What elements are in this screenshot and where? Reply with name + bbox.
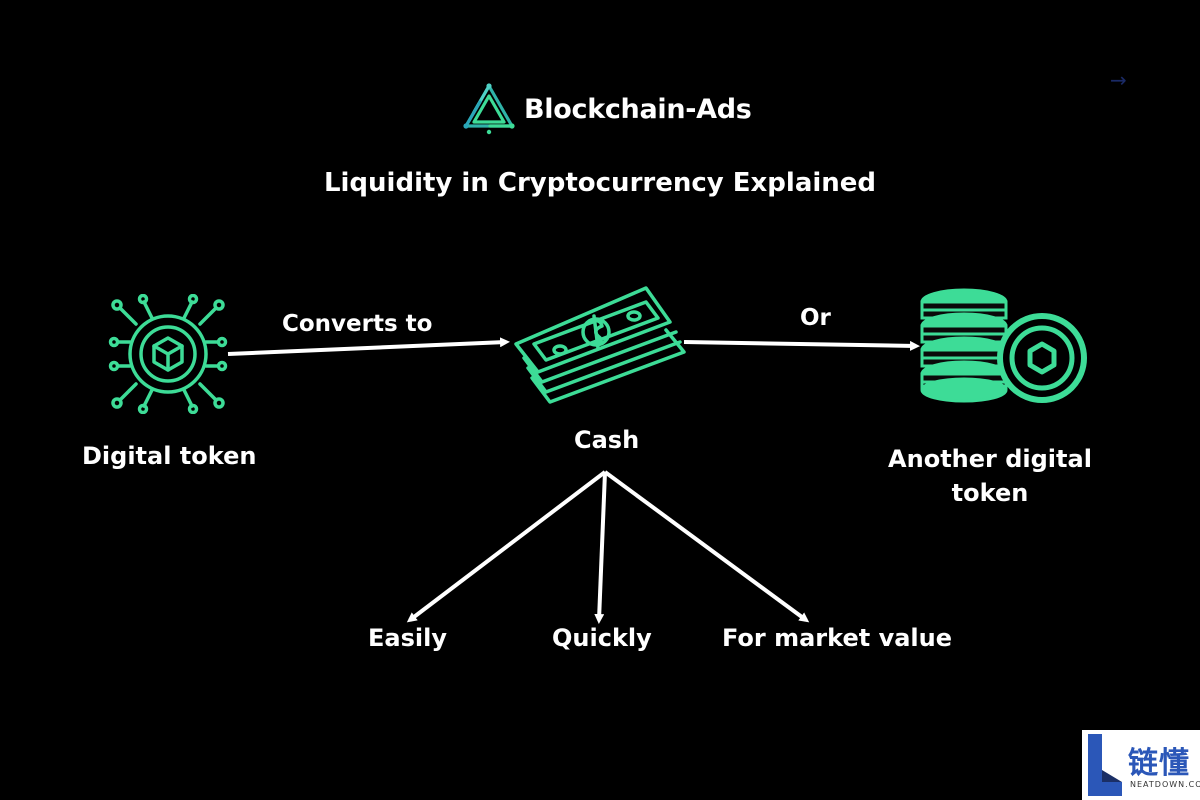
watermark-url: NEATDOWN.COM <box>1130 780 1200 789</box>
diagram-title: Liquidity in Cryptocurrency Explained <box>323 168 877 198</box>
outcome-label-quickly: Quickly <box>552 624 652 652</box>
triangle-circuit-logo-icon <box>463 83 515 135</box>
watermark-badge: 链懂 NEATDOWN.COM <box>1082 730 1200 800</box>
node-label-another-token: Another digital token <box>888 445 1092 507</box>
arrow-cash-to-another-token <box>683 340 920 351</box>
brand-name: Blockchain-Ads <box>524 93 752 125</box>
outcome-label-market-value: For market value <box>722 624 952 652</box>
watermark-l-logo-icon <box>1088 734 1122 796</box>
arrow-cash-to-quickly <box>594 471 607 624</box>
arrow-cash-to-market-value <box>603 470 810 623</box>
cash-bills-icon <box>514 286 686 404</box>
arrow-token-to-cash <box>227 337 510 356</box>
edge-label-or: Or <box>800 305 831 331</box>
chip-token-icon <box>108 294 228 414</box>
outcome-label-easily: Easily <box>368 624 447 652</box>
arrow-cash-to-easily <box>406 470 607 623</box>
coin-stack-icon <box>920 288 1087 403</box>
edge-label-converts-to: Converts to <box>282 311 433 337</box>
node-label-cash: Cash <box>574 426 640 454</box>
arrow-right-icon: → <box>1110 68 1127 92</box>
brand-header: Blockchain-Ads <box>460 80 752 138</box>
node-label-digital-token: Digital token <box>82 442 257 470</box>
watermark-chars: 链懂 <box>1128 746 1190 781</box>
